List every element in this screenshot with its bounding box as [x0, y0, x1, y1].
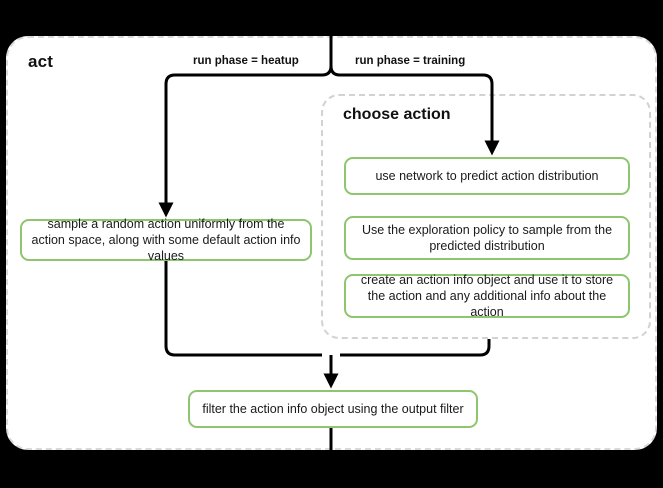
node-use-network-predict[interactable]: use network to predict action distributi… [344, 157, 630, 195]
node-filter-output[interactable]: filter the action info object using the … [188, 390, 478, 428]
page-title: act [28, 52, 54, 71]
edge-label-heatup: run phase = heatup [193, 55, 299, 67]
node-create-action-info[interactable]: create an action info object and use it … [344, 273, 630, 319]
node-sample-random-action[interactable]: sample a random action uniformly from th… [20, 217, 312, 263]
subgraph-title: choose action [343, 106, 451, 123]
edge-label-training: run phase = training [355, 55, 466, 67]
node-exploration-policy[interactable]: Use the exploration policy to sample fro… [344, 216, 630, 260]
